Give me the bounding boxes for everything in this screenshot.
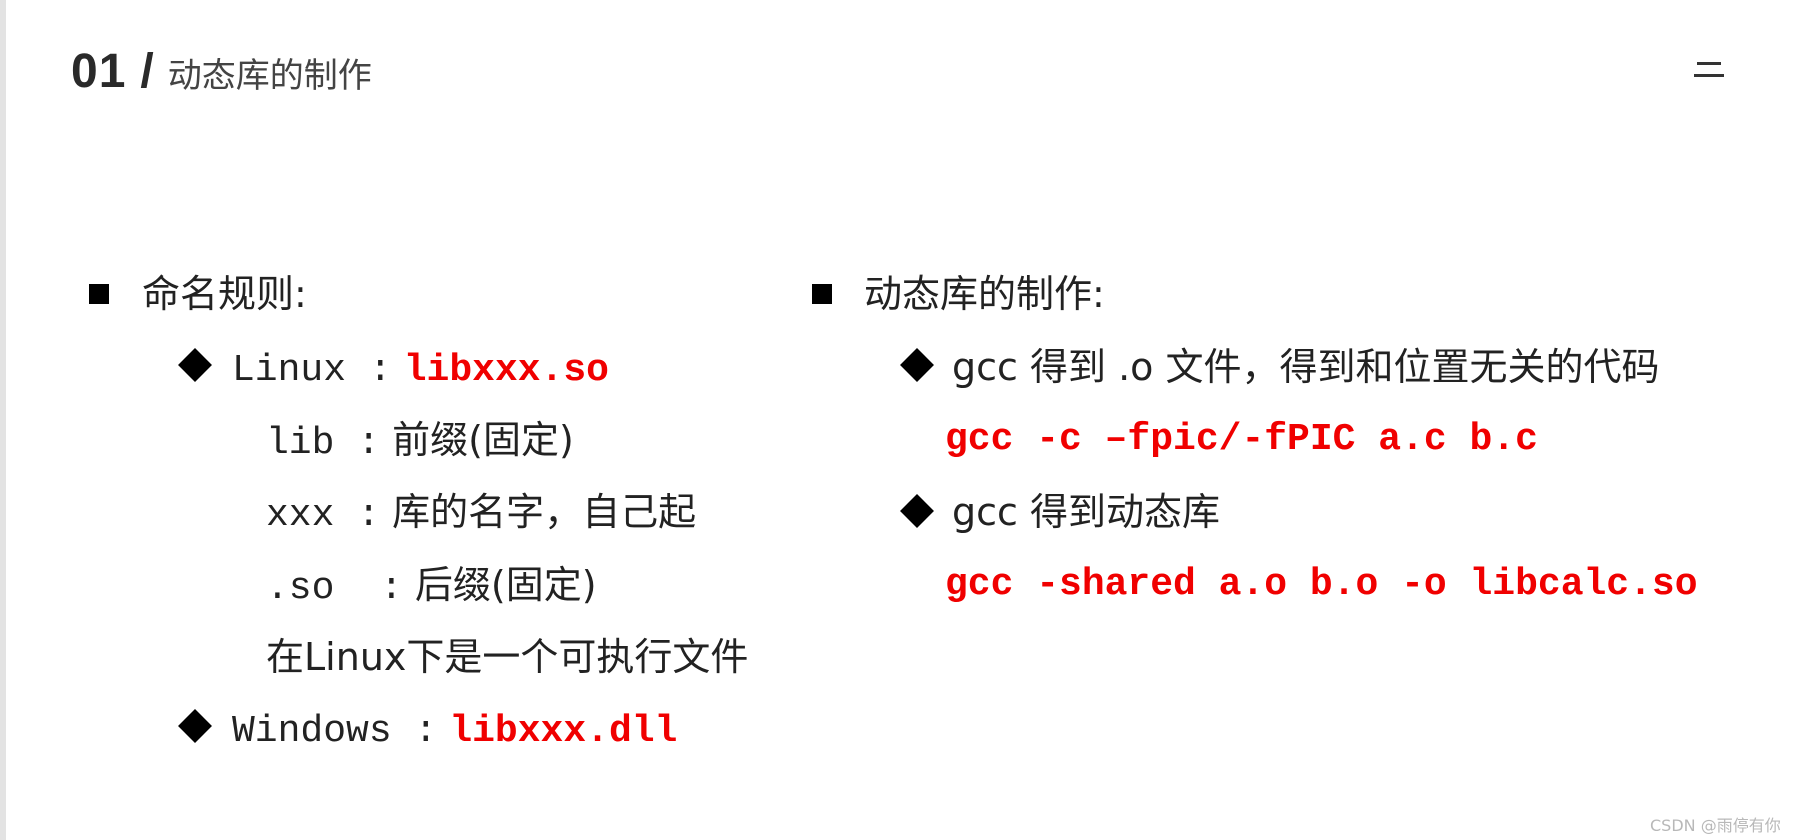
square-bullet-icon [812, 284, 832, 304]
linux-note: 在Linux下是一个可执行文件 [266, 635, 749, 679]
detail-text: 库的名字，自己起 [392, 490, 697, 534]
menu-icon-line [1697, 62, 1721, 65]
command-compile: gcc -c –fpic/-fPIC a.c b.c [945, 418, 1538, 461]
step-build-library: gcc 得到动态库 [952, 490, 1220, 534]
diamond-bullet-icon [178, 709, 212, 743]
detail-lib: lib : 前缀(固定) [266, 418, 574, 466]
detail-text: 前缀(固定) [392, 418, 574, 462]
left-edge-border [0, 0, 6, 840]
windows-item: Windows : libxxx.dll [232, 706, 677, 754]
linux-label: Linux : [232, 349, 392, 392]
step-compile-objects: gcc 得到 .o 文件，得到和位置无关的代码 [952, 345, 1660, 389]
detail-xxx: xxx : 库的名字，自己起 [266, 490, 696, 538]
linux-value: libxxx.so [403, 349, 609, 392]
page-title: 动态库的制作 [167, 56, 372, 96]
naming-rules-heading: 命名规则: [142, 272, 307, 316]
detail-key: .so : [266, 567, 403, 610]
windows-value: libxxx.dll [449, 710, 678, 753]
detail-text: 后缀(固定) [414, 563, 597, 607]
diamond-bullet-icon [178, 348, 212, 382]
section-number: 01 [71, 45, 127, 98]
command-shared: gcc -shared a.o b.o -o libcalc.so [945, 563, 1698, 606]
menu-icon-line [1694, 74, 1724, 77]
slide-header: 01 / 动态库的制作 [71, 44, 372, 99]
watermark: CSDN @雨停有你 [1650, 816, 1781, 835]
windows-label: Windows : [232, 710, 438, 753]
diamond-bullet-icon [900, 348, 934, 382]
section-slash: / [140, 45, 154, 98]
detail-key: lib : [266, 422, 381, 465]
detail-key: xxx : [266, 494, 381, 537]
menu-icon[interactable] [1694, 62, 1724, 78]
square-bullet-icon [89, 284, 109, 304]
dynamic-lib-heading: 动态库的制作: [864, 272, 1105, 316]
linux-item: Linux : libxxx.so [232, 345, 609, 393]
detail-so: .so : 后缀(固定) [266, 563, 597, 611]
diamond-bullet-icon [900, 494, 934, 528]
